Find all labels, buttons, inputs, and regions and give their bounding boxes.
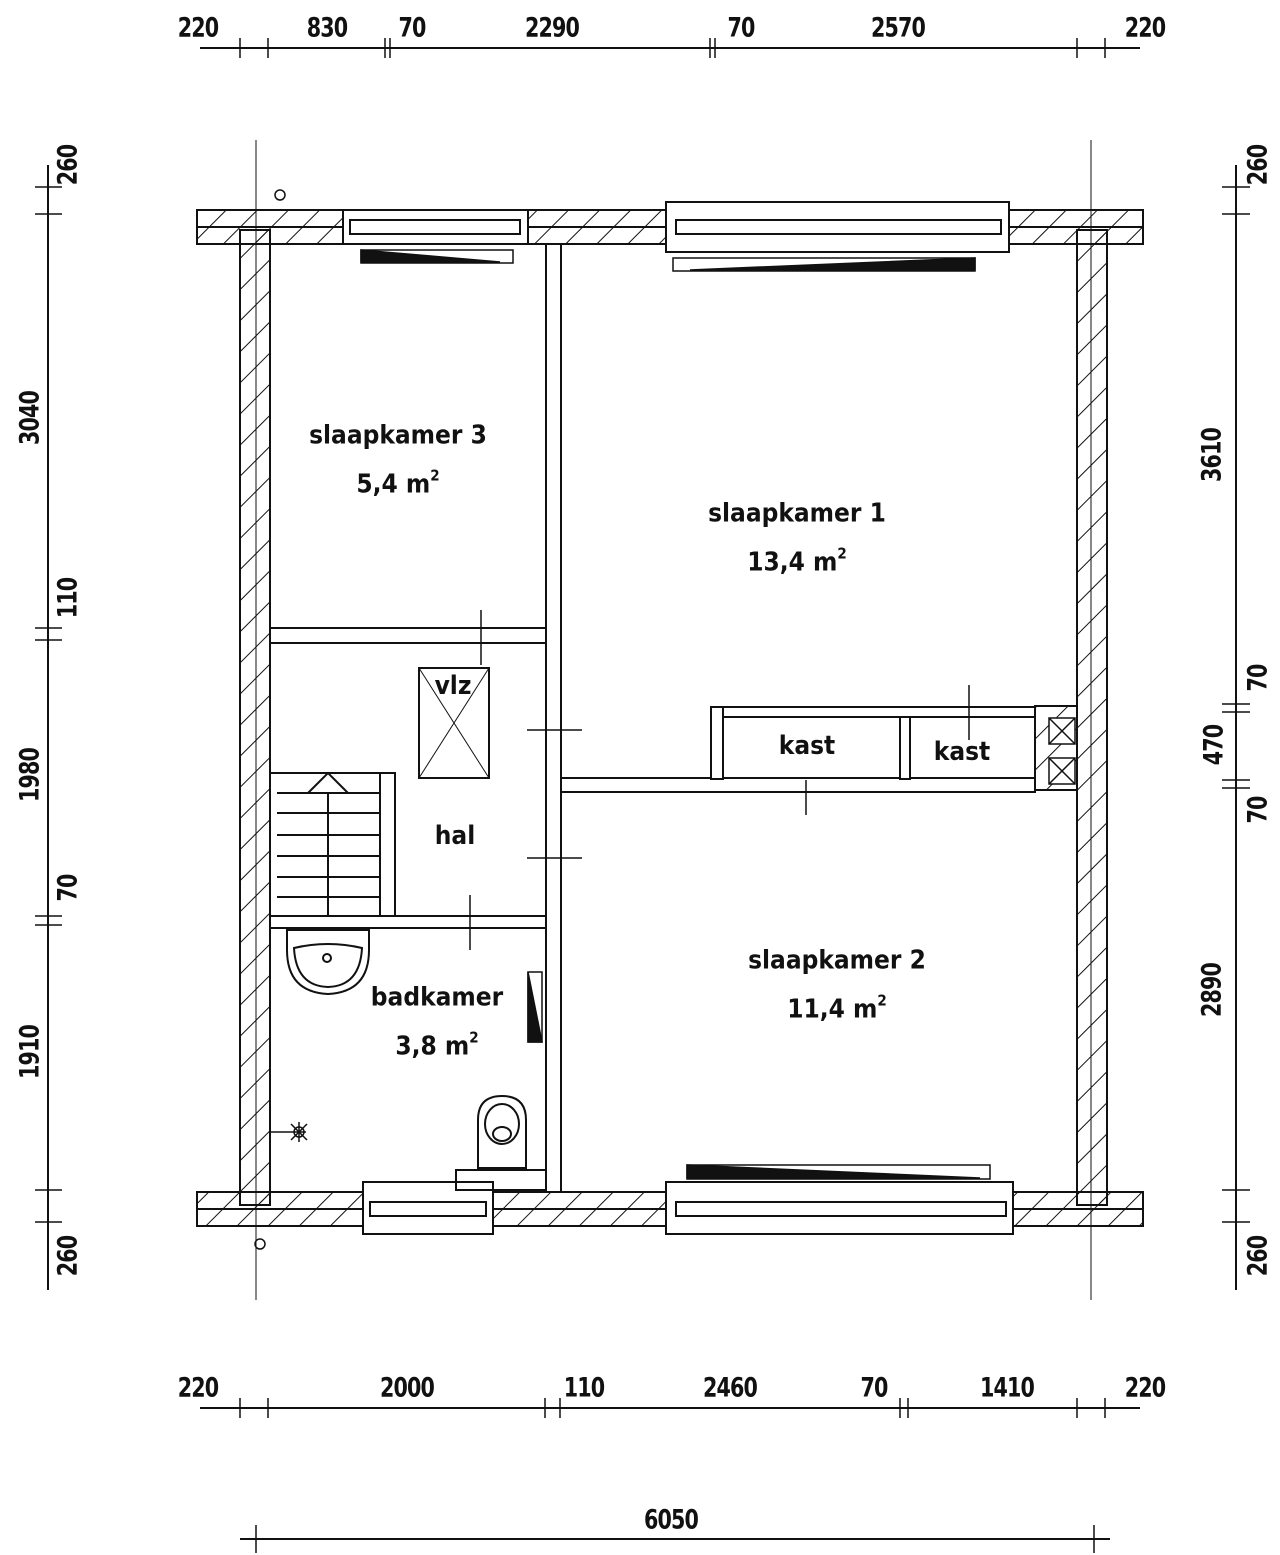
room-area: 3,8 m2	[395, 1028, 479, 1062]
dim-right-1: 3610	[1196, 427, 1228, 483]
dim-left-5: 1910	[14, 1024, 46, 1080]
room-badkamer: badkamer 3,8 m2	[371, 978, 503, 1067]
dim-bottom-6: 220	[1124, 1372, 1166, 1404]
dim-left-6: 260	[52, 1235, 84, 1277]
dim-left-1: 3040	[14, 390, 46, 446]
wall-left	[239, 229, 271, 1206]
dim-left-2: 110	[52, 577, 84, 619]
dim-bottom-5: 1410	[979, 1372, 1035, 1404]
room-name: slaapkamer 3	[309, 420, 487, 451]
dim-right-5: 2890	[1196, 962, 1228, 1018]
dim-right-3: 470	[1198, 724, 1230, 766]
room-name: badkamer	[370, 982, 504, 1013]
dim-top-5: 2570	[870, 12, 926, 44]
dim-bottom-2: 110	[563, 1372, 605, 1404]
room-kast-1: kast	[778, 731, 836, 761]
vlz-hatch	[418, 667, 490, 779]
stair	[269, 771, 396, 917]
wall-slk3-hal	[269, 627, 547, 644]
dim-right-4: 70	[1242, 796, 1274, 824]
room-slaapkamer-1: slaapkamer 1 13,4 m2	[708, 494, 886, 583]
wall-kast-top	[710, 706, 1036, 718]
dim-left-4: 70	[52, 874, 84, 902]
dim-left-3: 1980	[14, 747, 46, 803]
light-point	[270, 1122, 308, 1142]
dim-top-0: 220	[177, 12, 219, 44]
room-name: slaapkamer 1	[708, 498, 886, 529]
toilet	[455, 1094, 547, 1191]
room-name: slaapkamer 2	[748, 945, 926, 976]
sink	[286, 929, 370, 996]
dim-top-3: 2290	[524, 12, 580, 44]
room-area: 11,4 m2	[787, 991, 887, 1025]
room-slaapkamer-3: slaapkamer 3 5,4 m2	[309, 416, 487, 505]
dim-top-4: 70	[727, 12, 755, 44]
dim-bottom-4: 70	[860, 1372, 888, 1404]
dim-right-6: 260	[1242, 1235, 1274, 1277]
wall-right	[1076, 229, 1108, 1206]
room-slaapkamer-2: slaapkamer 2 11,4 m2	[748, 941, 926, 1030]
wall-hal-badkamer	[269, 915, 547, 929]
wall-interior-vertical	[545, 243, 562, 1193]
dim-top-1: 830	[306, 12, 348, 44]
room-area: 5,4 m2	[356, 466, 440, 500]
dim-top-6: 220	[1124, 12, 1166, 44]
room-hal: hal	[434, 821, 476, 851]
dim-bottom-3: 2460	[702, 1372, 758, 1404]
dim-top-2: 70	[398, 12, 426, 44]
dim-right-2: 70	[1242, 664, 1274, 692]
room-area: 13,4 m2	[747, 544, 847, 578]
label-vlz: vlz	[434, 671, 472, 701]
room-kast-2: kast	[933, 737, 991, 767]
dim-bottom-1: 2000	[379, 1372, 435, 1404]
dim-overall: 6050	[643, 1504, 699, 1536]
dim-right-0: 260	[1242, 144, 1274, 186]
wall-slk1-slk2	[560, 777, 1036, 793]
dim-bottom-0: 220	[177, 1372, 219, 1404]
dim-left-0: 260	[52, 144, 84, 186]
